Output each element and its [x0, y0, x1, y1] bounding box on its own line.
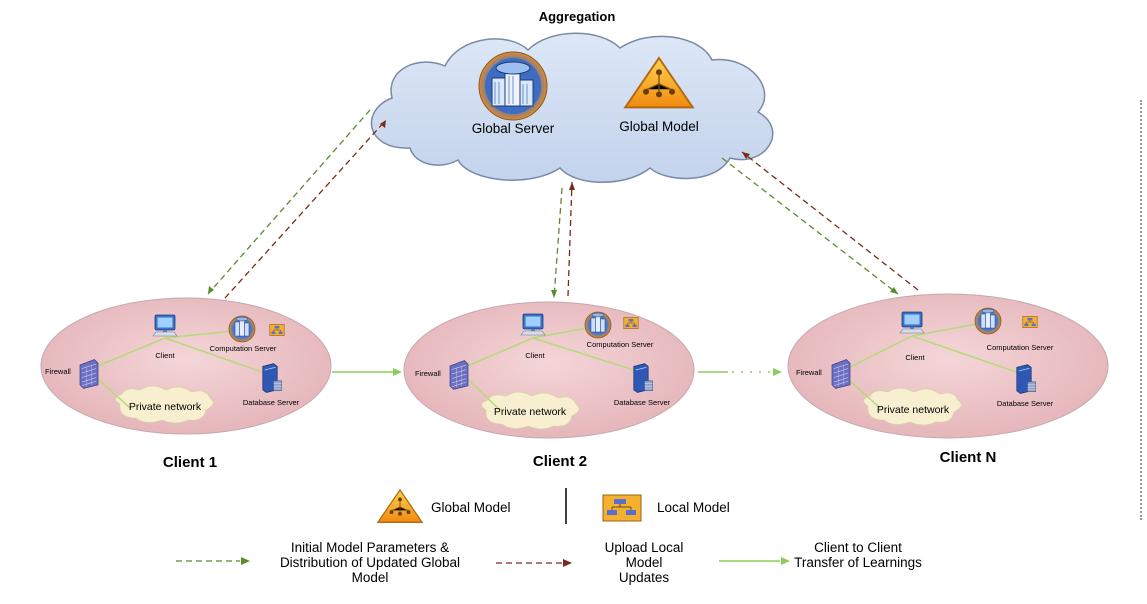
client-title: Client 2: [532, 453, 588, 470]
legend-local-model-label: Local Model: [657, 500, 730, 515]
client-node-label: Client: [155, 351, 175, 360]
local-model-icon: [1022, 315, 1038, 329]
aggregation-title: Aggregation: [538, 9, 616, 24]
local-model-icon: [602, 494, 642, 522]
private-network-label: Private network: [876, 404, 950, 416]
legend: [176, 488, 790, 567]
computer-icon: [899, 311, 925, 334]
client-title: Client N: [939, 449, 997, 466]
firewall-icon: [79, 359, 99, 389]
database-server-label: Database Server: [242, 398, 300, 407]
database-server-label: Database Server: [613, 398, 671, 407]
cloud-icon: [370, 32, 774, 183]
computer-icon: [520, 313, 546, 336]
computer-icon: [152, 314, 178, 337]
computation-server-label: Computation Server: [209, 344, 277, 353]
firewall-label: Firewall: [415, 369, 441, 378]
database-server-label: Database Server: [996, 399, 1054, 408]
legend-global-model-label: Global Model: [431, 500, 511, 515]
server-icon: [974, 307, 1002, 335]
firewall-label: Firewall: [796, 368, 822, 377]
client-node-label: Client: [905, 353, 925, 362]
firewall-icon: [831, 359, 851, 389]
client-node-label: Client: [525, 351, 545, 360]
local-model-icon: [269, 323, 285, 337]
server-icon: [228, 315, 256, 343]
server-icon: [584, 311, 612, 339]
client-network-n: [787, 293, 1109, 439]
server-icon: [478, 51, 548, 121]
global-server-label: Global Server: [471, 121, 555, 136]
firewall-icon: [449, 360, 469, 390]
private-network-label: Private network: [128, 401, 202, 413]
legend-transfer-label: Client to Client Transfer of Learnings: [794, 540, 922, 570]
aggregation-cloud: [370, 32, 774, 183]
private-network-label: Private network: [493, 406, 567, 418]
client-transfer-arrows: [332, 368, 782, 376]
client-network-1: [40, 297, 332, 435]
computation-server-label: Computation Server: [986, 343, 1054, 352]
computation-server-label: Computation Server: [586, 340, 654, 349]
client-network-2: [403, 301, 695, 439]
legend-upload-label: Upload Local Model Updates: [604, 540, 684, 585]
firewall-label: Firewall: [45, 367, 71, 376]
legend-distribution-label: Initial Model Parameters & Distribution …: [279, 540, 461, 585]
global-model-label: Global Model: [619, 119, 699, 134]
cloud-client-arrows: [207, 109, 919, 299]
page-edge-divider: [1140, 100, 1146, 520]
client-title: Client 1: [162, 454, 218, 471]
model-triangle-icon: [377, 489, 423, 523]
local-model-icon: [623, 316, 639, 330]
